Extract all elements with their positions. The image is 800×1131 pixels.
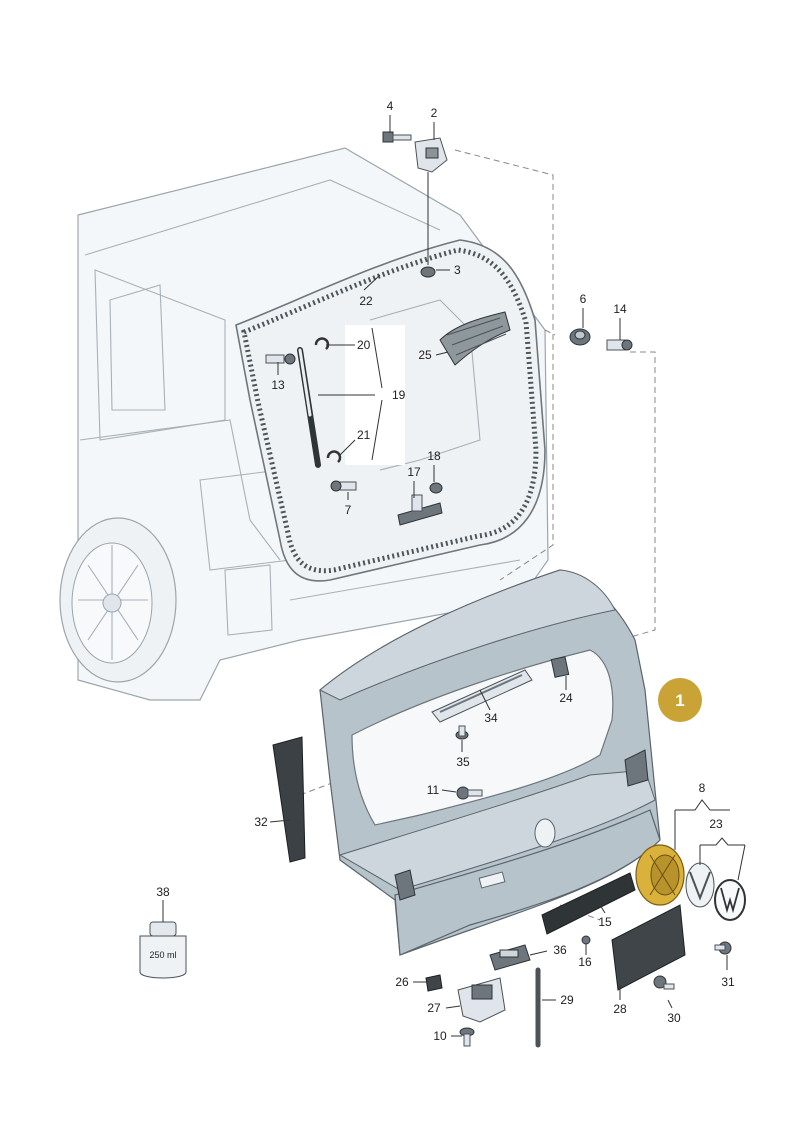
lock-striker xyxy=(397,494,443,526)
callout-35: 35 xyxy=(456,755,470,769)
callout-30: 30 xyxy=(667,1011,681,1025)
gas-strut xyxy=(297,347,321,468)
item-1-highlight-badge xyxy=(658,678,702,722)
licence-trim-panel xyxy=(541,872,636,935)
callout-8: 8 xyxy=(699,781,706,795)
licence-plate-lamp xyxy=(489,944,531,971)
callout-4: 4 xyxy=(387,99,394,113)
callout-20: 20 xyxy=(357,338,371,352)
callout-25: 25 xyxy=(418,348,432,362)
lock-nut xyxy=(425,974,443,992)
holder-screw-lower xyxy=(653,975,675,990)
hinge-nut xyxy=(420,266,436,278)
bump-stop xyxy=(550,656,570,678)
callout-19: 19 xyxy=(392,388,406,402)
callout-7: 7 xyxy=(345,503,352,517)
callout-11: 11 xyxy=(427,783,440,797)
callout-14: 14 xyxy=(613,302,627,316)
callout-28: 28 xyxy=(613,1002,627,1016)
ball-stud xyxy=(606,339,633,351)
vw-emblem xyxy=(714,879,746,921)
callout-18: 18 xyxy=(427,449,441,463)
licence-plate-holder xyxy=(611,904,686,991)
hinge-bolt xyxy=(382,131,412,143)
ball-stud-lower xyxy=(330,480,357,492)
hinge xyxy=(414,137,448,173)
ball-stud-nut xyxy=(569,328,591,346)
striker-nut xyxy=(429,482,443,494)
callout-38: 38 xyxy=(156,885,170,899)
callout-26: 26 xyxy=(395,975,409,989)
callout-32: 32 xyxy=(254,815,268,829)
side-trim-strip xyxy=(272,736,306,863)
lock-bolt xyxy=(459,1027,475,1047)
callout-34: 34 xyxy=(484,711,498,725)
callout-15: 15 xyxy=(598,915,612,929)
holder-screw-right xyxy=(714,941,732,955)
tailgate-lock xyxy=(457,977,506,1023)
leader-lines xyxy=(162,115,746,1037)
callout-36: 36 xyxy=(553,943,567,957)
tailgate-lid xyxy=(319,569,661,956)
adhesive-bottle xyxy=(139,921,187,979)
callout-27: 27 xyxy=(427,1001,441,1015)
callout-23: 23 xyxy=(709,817,723,831)
ball-stud-upper xyxy=(265,353,296,365)
callout-2: 2 xyxy=(431,106,438,120)
third-brake-light xyxy=(431,669,533,723)
bottle-volume-label: 250 ml xyxy=(149,950,176,960)
callout-10: 10 xyxy=(433,1029,447,1043)
callout-31: 31 xyxy=(721,975,735,989)
callout-21: 21 xyxy=(357,428,371,442)
callout-24: 24 xyxy=(559,691,573,705)
strut-clip-lower xyxy=(326,450,342,463)
callout-3: 3 xyxy=(454,263,461,277)
callout-13: 13 xyxy=(271,378,285,392)
callout-17: 17 xyxy=(407,465,421,479)
rear-emblem-switch-highlighted xyxy=(635,844,685,906)
emblem-insert xyxy=(685,862,715,908)
trim-rivet xyxy=(581,935,591,945)
wiring-boot xyxy=(439,311,511,366)
callout-labels: 1 2 3 4 6 7 8 10 11 13 14 15 16 17 18 19… xyxy=(149,99,735,1043)
brake-light-screw xyxy=(455,725,469,740)
callout-1: 1 xyxy=(675,691,684,710)
callout-22: 22 xyxy=(359,294,373,308)
callout-29: 29 xyxy=(560,993,574,1007)
callout-16: 16 xyxy=(578,955,592,969)
strut-clip-upper xyxy=(314,337,330,350)
hatch-screw xyxy=(456,786,483,800)
callout-6: 6 xyxy=(580,292,587,306)
